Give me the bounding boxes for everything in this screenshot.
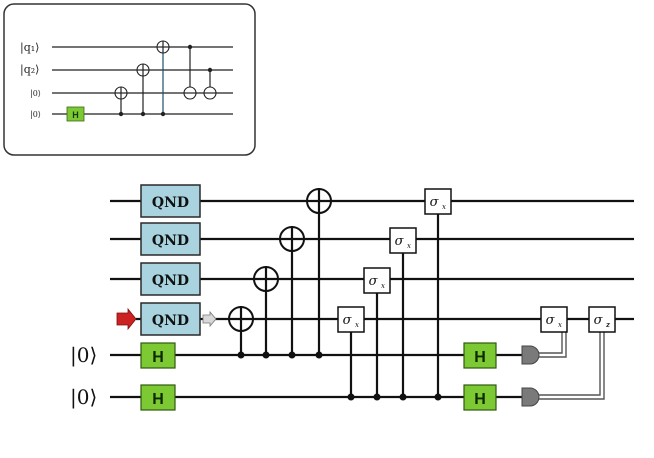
hadamard-gate-2: H	[140, 384, 176, 411]
qnd-label-3: QND	[152, 273, 189, 289]
main-circuit: QND QND QND QND |0⟩ |0⟩ H H	[70, 184, 634, 411]
sigma-sub: x	[442, 203, 446, 211]
correction-sigma-z: σ z	[588, 306, 616, 333]
measurement-meter-1-icon	[521, 345, 540, 365]
qnd-gate-4: QND	[140, 302, 201, 336]
output-arrow-icon	[202, 310, 217, 328]
hadamard-gate-3: H	[463, 342, 497, 369]
sigma-label: σ	[594, 313, 604, 328]
inset-cnot5-control	[207, 67, 213, 73]
cnot-anc1-data1	[306, 188, 332, 359]
hadamard-label-2: H	[152, 391, 164, 408]
inset-cnot2-control	[140, 111, 146, 117]
hadamard-label-3: H	[474, 349, 486, 366]
sigma-label: σ	[430, 195, 440, 210]
classical-wire-1	[539, 332, 567, 358]
controlled-sigma-x-data4: σ x	[337, 306, 365, 401]
hadamard-label-1: H	[152, 349, 164, 366]
controlled-sigma-x-data3: σ x	[363, 267, 391, 401]
sigma-sub: x	[407, 242, 411, 250]
inset-panel: |q₁⟩ |q₂⟩ |0⟩ |0⟩ H	[3, 3, 256, 156]
correction-sigma-x: σ x	[540, 306, 568, 333]
qnd-label-1: QND	[152, 195, 189, 211]
inset-label-q1: |q₁⟩	[20, 41, 39, 55]
ancilla-label-2: |0⟩	[70, 385, 97, 410]
input-arrow-icon	[116, 307, 137, 331]
hadamard-gate-4: H	[463, 384, 497, 411]
qnd-label-2: QND	[152, 233, 189, 249]
cnot-anc1-data3	[253, 266, 279, 359]
cnot-anc1-data4	[228, 306, 254, 359]
qnd-gate-2: QND	[140, 222, 201, 256]
hadamard-label-4: H	[474, 391, 486, 408]
inset-label-q2: |q₂⟩	[20, 63, 39, 77]
measurement-meter-2-icon	[521, 387, 540, 407]
sigma-sub: x	[558, 321, 562, 329]
inset-label-0a: |0⟩	[30, 89, 41, 98]
cnot-anc1-data2	[279, 226, 305, 359]
inset-cnot4-control	[187, 44, 193, 50]
inset-hadamard-gate	[66, 106, 85, 122]
inset-cnot3-control	[160, 111, 166, 117]
sigma-label: σ	[546, 313, 556, 328]
sigma-sub: x	[381, 282, 385, 290]
hadamard-gate-1: H	[140, 342, 176, 369]
classical-wire-2	[539, 332, 605, 400]
qnd-gate-3: QND	[140, 262, 201, 296]
inset-cnot1-control	[118, 111, 124, 117]
sigma-label: σ	[369, 274, 379, 289]
controlled-sigma-x-data1: σ x	[424, 188, 452, 401]
controlled-sigma-x-data2: σ x	[389, 227, 417, 401]
ancilla-label-1: |0⟩	[70, 343, 97, 368]
qnd-gate-1: QND	[140, 184, 201, 218]
sigma-sub: z	[605, 320, 611, 329]
sigma-sub: x	[355, 321, 359, 329]
inset-hadamard-label: H	[72, 110, 79, 120]
sigma-label: σ	[343, 313, 353, 328]
inset-border	[3, 3, 256, 156]
sigma-label: σ	[395, 234, 405, 249]
qnd-label-4: QND	[152, 313, 189, 329]
inset-label-0b: |0⟩	[30, 110, 41, 119]
